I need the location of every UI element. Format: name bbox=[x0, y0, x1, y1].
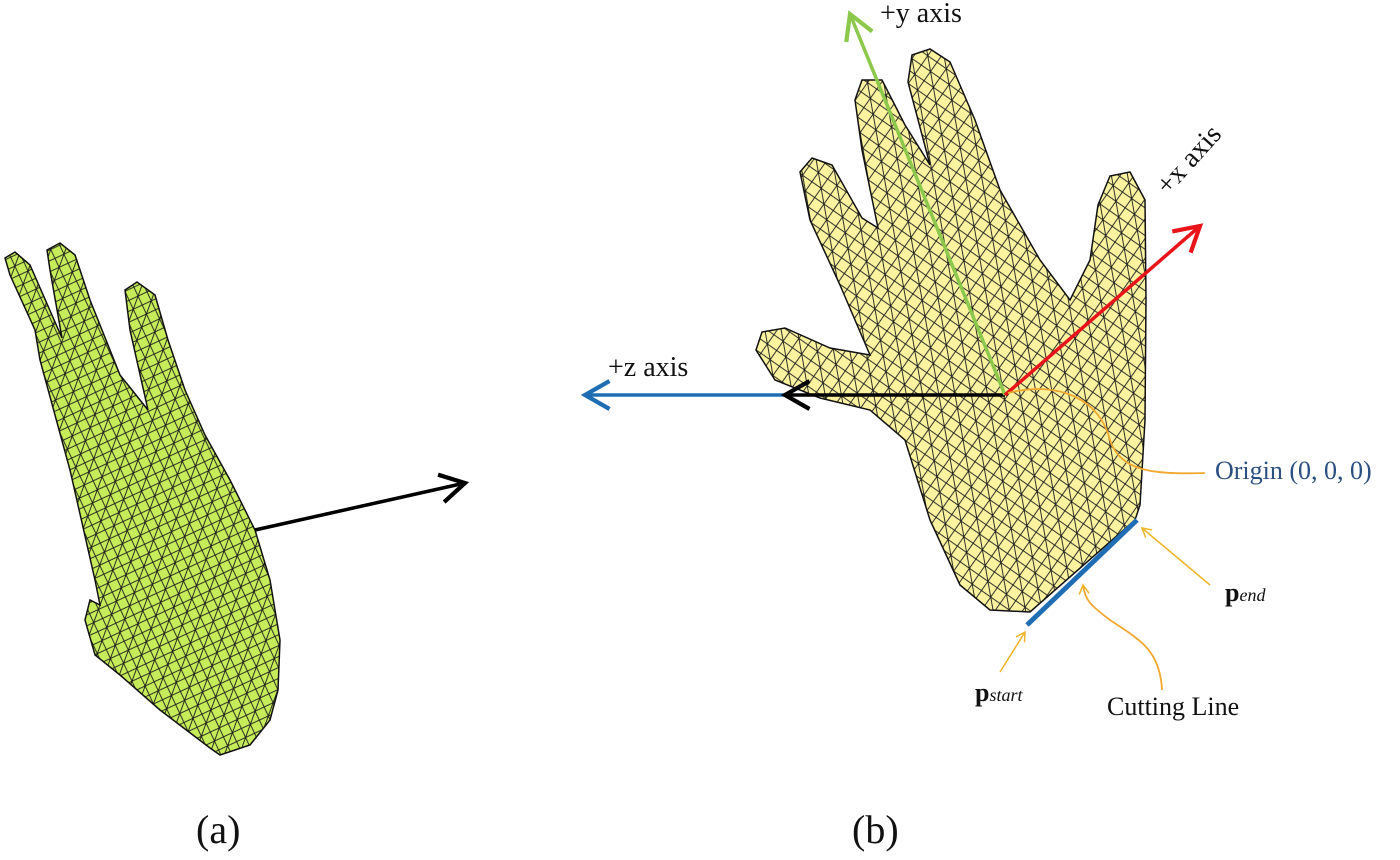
y-axis-label: +y axis bbox=[880, 0, 962, 29]
origin-leader-curve bbox=[1007, 388, 1206, 475]
hand-mesh-b bbox=[755, 48, 1147, 613]
cutting-line-leader-curve bbox=[1078, 583, 1163, 691]
p-start-pointer-arrow bbox=[999, 630, 1026, 673]
cutting-line bbox=[1025, 518, 1139, 627]
p-start-subscript: start bbox=[989, 685, 1023, 705]
panel-b-caption: (b) bbox=[852, 807, 899, 852]
p-start-label: pstart bbox=[975, 678, 1022, 708]
z-axis-label: +z axis bbox=[608, 352, 689, 383]
p-end-base: p bbox=[1225, 578, 1240, 607]
cutting-line-label: Cutting Line bbox=[1107, 692, 1240, 721]
p-end-subscript: end bbox=[1239, 585, 1266, 605]
y-axis-arrow bbox=[844, 10, 1007, 396]
p-end-pointer-arrow bbox=[1140, 527, 1211, 586]
p-start-base: p bbox=[975, 678, 990, 707]
x-axis-arrow bbox=[1003, 223, 1204, 397]
p-end-label: pend bbox=[1225, 578, 1265, 608]
hand-mesh-a bbox=[4, 242, 281, 756]
normal-vector-arrow bbox=[254, 472, 470, 532]
panel-a-caption: (a) bbox=[196, 807, 241, 852]
origin-label: Origin (0, 0, 0) bbox=[1215, 456, 1372, 485]
